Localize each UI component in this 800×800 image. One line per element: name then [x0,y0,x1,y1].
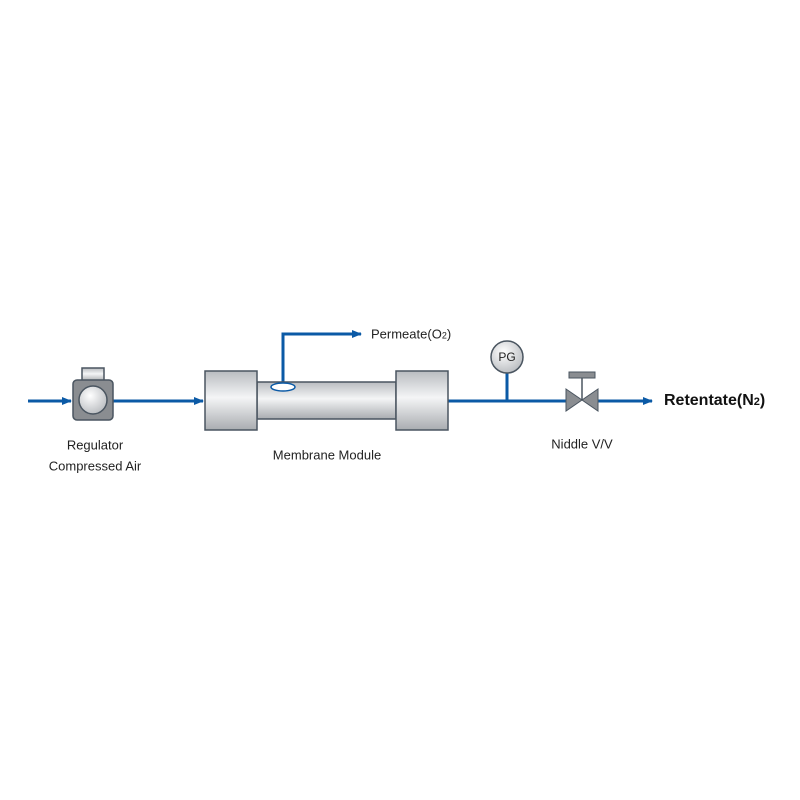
retentate-text: Retentate(N [664,392,754,409]
compressed-air-label: Compressed Air [48,458,142,474]
needle-valve-icon [565,371,599,412]
retentate-close: ) [759,392,766,409]
permeate-subscript: 2 [441,330,447,341]
pressure-gauge-label: PG [498,350,516,364]
membrane-module-label: Membrane Module [272,447,382,463]
retentate-label: Retentate(N2) [664,392,765,410]
permeate-label: Permeate(O2) [371,327,451,342]
pressure-gauge-icon [490,340,524,374]
needle-valve-label: Niddle V/V [551,436,613,452]
regulator-label: Regulator [66,437,124,453]
permeate-close: ) [446,326,452,342]
retentate-subscript: 2 [753,396,760,408]
permeate-pipe [281,330,362,386]
permeate-text: Permeate(O [371,326,442,342]
membrane-module-icon [204,370,449,431]
regulator-icon [72,367,114,421]
